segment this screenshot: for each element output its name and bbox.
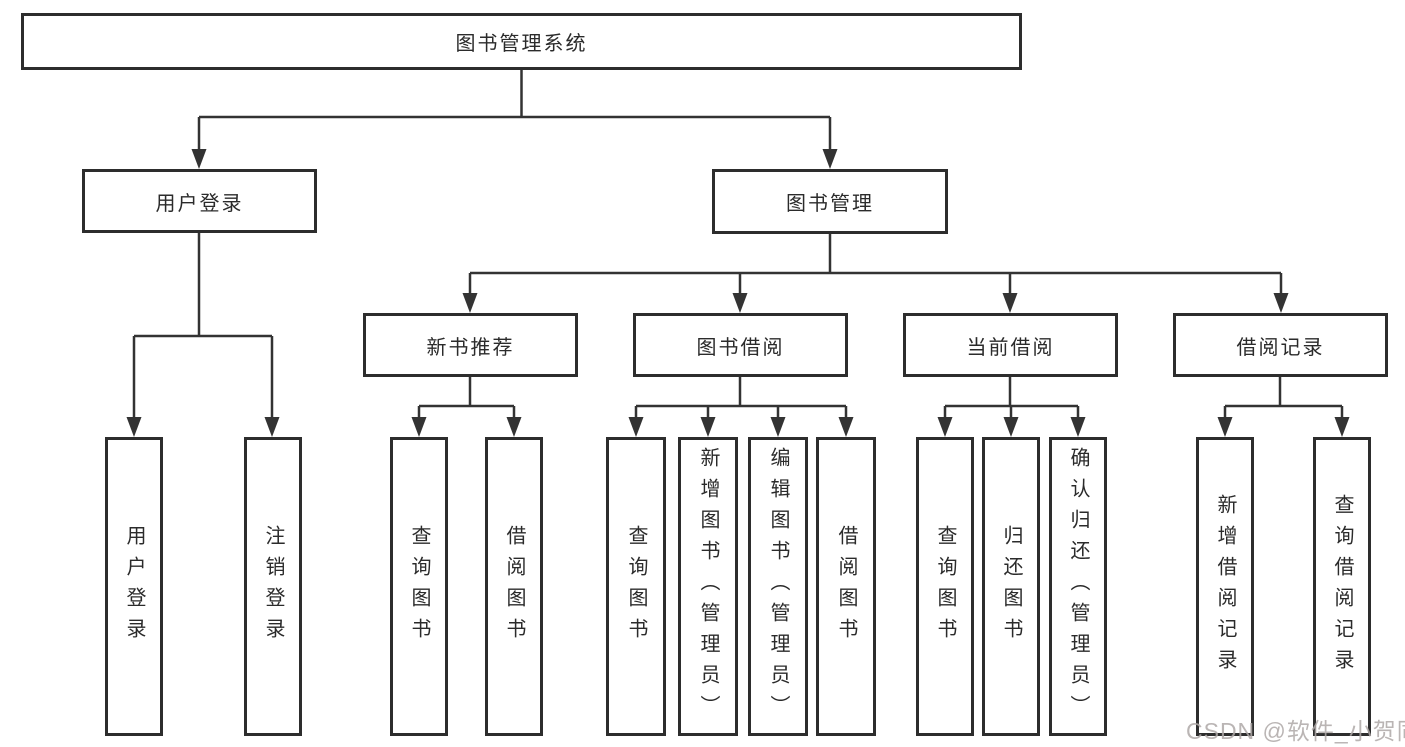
leaf-logout-login-label: 注销登录	[262, 524, 284, 649]
node-book-management-label: 图书管理	[786, 193, 874, 215]
leaf-query-books-recommend-label: 查询图书	[408, 524, 430, 649]
leaf-user-login-label: 用户登录	[123, 524, 145, 649]
node-book-borrowing-label: 图书借阅	[696, 336, 785, 359]
leaf-logout-login: 注销登录	[244, 437, 302, 736]
node-new-book-recommend-label: 新书推荐	[426, 336, 515, 359]
node-current-borrowing: 当前借阅	[903, 313, 1118, 377]
node-current-borrowing-label: 当前借阅	[966, 336, 1055, 359]
leaf-query-books-borrowing: 查询图书	[606, 437, 666, 736]
leaf-query-books-current: 查询图书	[916, 437, 974, 736]
csdn-watermark: CSDN @软件_小贺同学	[1186, 718, 1405, 744]
leaf-return-books: 归还图书	[982, 437, 1040, 736]
connector-recommend-to-leaves	[417, 377, 516, 419]
leaf-borrow-books-recommend: 借阅图书	[485, 437, 543, 736]
connector-login-to-leaves	[132, 233, 274, 419]
leaf-user-login: 用户登录	[105, 437, 163, 736]
connector-root-to-level2	[197, 70, 832, 151]
leaf-borrow-books-borrowing-label: 借阅图书	[835, 524, 857, 649]
node-book-borrowing: 图书借阅	[633, 313, 848, 377]
connector-mgmt-to-level3	[468, 234, 1283, 295]
node-root-label: 图书管理系统	[455, 33, 588, 55]
node-borrowing-records: 借阅记录	[1173, 313, 1388, 377]
connector-borrowing-to-leaves	[634, 377, 848, 419]
node-user-login: 用户登录	[82, 169, 317, 233]
node-user-login-label: 用户登录	[155, 192, 244, 215]
leaf-edit-books-admin: 编辑图书（管理员）	[748, 437, 808, 736]
leaf-query-books-current-label: 查询图书	[934, 524, 956, 649]
leaf-add-books-admin: 新增图书（管理员）	[678, 437, 738, 736]
leaf-confirm-return-admin-label: 确认归还（管理员）	[1067, 447, 1089, 726]
leaf-borrow-books-recommend-label: 借阅图书	[503, 524, 525, 649]
leaf-query-books-recommend: 查询图书	[390, 437, 448, 736]
leaf-query-books-borrowing-label: 查询图书	[625, 524, 647, 649]
leaf-add-books-admin-label: 新增图书（管理员）	[697, 447, 719, 726]
leaf-borrow-books-borrowing: 借阅图书	[816, 437, 876, 736]
leaf-confirm-return-admin: 确认归还（管理员）	[1049, 437, 1107, 736]
node-book-management: 图书管理	[712, 169, 948, 234]
leaf-edit-books-admin-label: 编辑图书（管理员）	[767, 447, 789, 726]
leaf-add-borrow-record-label: 新增借阅记录	[1214, 493, 1236, 680]
leaf-query-borrow-record: 查询借阅记录	[1313, 437, 1371, 736]
connector-current-to-leaves	[943, 377, 1080, 419]
node-borrowing-records-label: 借阅记录	[1236, 336, 1325, 359]
node-new-book-recommend: 新书推荐	[363, 313, 578, 377]
connector-records-to-leaves	[1223, 377, 1344, 419]
leaf-query-borrow-record-label: 查询借阅记录	[1331, 493, 1353, 680]
node-root-system: 图书管理系统	[21, 13, 1022, 70]
leaf-add-borrow-record: 新增借阅记录	[1196, 437, 1254, 736]
leaf-return-books-label: 归还图书	[1000, 524, 1022, 649]
